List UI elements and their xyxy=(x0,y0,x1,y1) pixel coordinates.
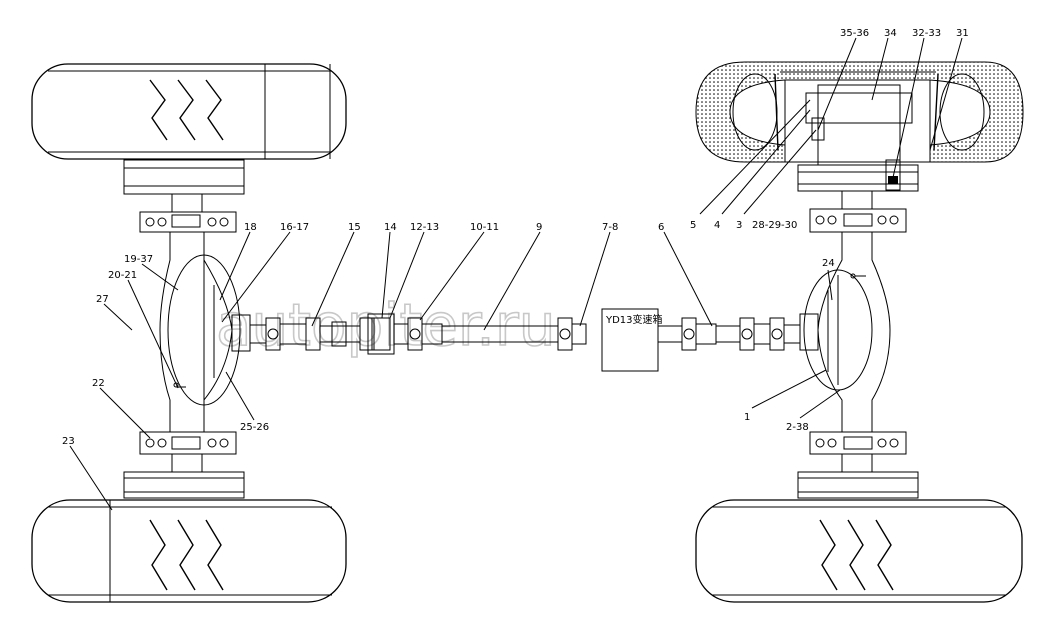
left-axle-housing xyxy=(159,232,251,432)
callout-19-37: 19-37 xyxy=(124,254,153,265)
right-top-hub xyxy=(797,164,919,233)
leader-lines xyxy=(69,37,963,511)
callout-12-13: 12-13 xyxy=(410,222,439,233)
callout-22: 22 xyxy=(92,378,105,389)
callout-34: 34 xyxy=(884,28,897,39)
callout-10-11: 10-11 xyxy=(470,222,499,233)
callout-25-26: 25-26 xyxy=(240,422,269,433)
callout-14: 14 xyxy=(384,222,397,233)
callout-labels: 35-36 34 32-33 31 5 4 3 28-29-30 24 1 2-… xyxy=(62,28,969,447)
callout-2-38: 2-38 xyxy=(786,422,809,433)
callout-7-8: 7-8 xyxy=(602,222,618,233)
callout-6: 6 xyxy=(658,222,664,233)
callout-16-17: 16-17 xyxy=(280,222,309,233)
left-bottom-hub xyxy=(123,431,245,499)
callout-5: 5 xyxy=(690,220,696,231)
left-top-tire xyxy=(31,63,347,160)
callout-15: 15 xyxy=(348,222,361,233)
callout-3: 3 xyxy=(736,220,742,231)
callout-24: 24 xyxy=(822,258,835,269)
callout-20-21: 20-21 xyxy=(108,270,137,281)
right-bottom-tire xyxy=(695,499,1023,603)
left-bottom-tire xyxy=(31,499,347,603)
callout-18: 18 xyxy=(244,222,257,233)
callout-1: 1 xyxy=(744,412,750,423)
right-axle xyxy=(695,61,1024,603)
drive-shafts: YD13变速箱 xyxy=(249,308,801,372)
callout-35-36: 35-36 xyxy=(840,28,869,39)
callout-4: 4 xyxy=(714,220,720,231)
left-top-hub xyxy=(123,159,245,233)
watermark: autopiter.ru xyxy=(216,291,555,359)
gearbox-label: YD13变速箱 xyxy=(605,313,663,326)
right-bottom-hub xyxy=(797,431,919,499)
callout-27: 27 xyxy=(96,294,109,305)
callout-28-29-30: 28-29-30 xyxy=(752,220,797,231)
callout-31: 31 xyxy=(956,28,969,39)
callout-9: 9 xyxy=(536,222,542,233)
callout-32-33: 32-33 xyxy=(912,28,941,39)
callout-23: 23 xyxy=(62,436,75,447)
left-axle xyxy=(31,63,347,603)
right-axle-housing xyxy=(799,232,891,432)
right-top-tire-section xyxy=(695,61,1024,191)
